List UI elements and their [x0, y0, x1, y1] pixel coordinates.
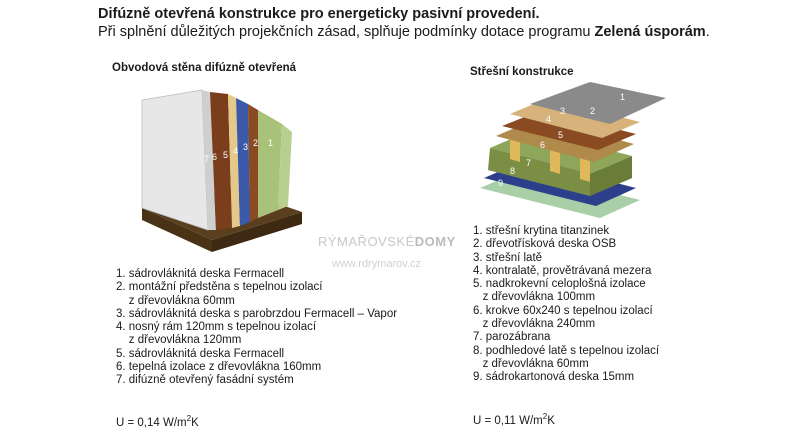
wall-layer-insulation [228, 94, 240, 228]
list-item: z dřevovlákna 60mm [116, 294, 235, 307]
wall-soil-side [212, 212, 302, 252]
roof-rafter-beam-3 [580, 158, 590, 182]
roof-u-sup: 2 [542, 412, 548, 421]
list-item: z dřevovlákna 240mm [473, 318, 596, 331]
wall-soil-front [142, 208, 212, 252]
watermark-brand-b: DOMY [414, 234, 456, 249]
wall-u-label: U = 0,14 W/m [116, 416, 187, 429]
roof-rafter-beam-1 [510, 138, 520, 162]
watermark-url: www.rdrymarov.cz [332, 258, 422, 270]
list-item: 4. nosný rám 120mm s tepelnou izolací [116, 321, 317, 334]
wall-section-title: Obvodová stěna difúzně otevřená [112, 62, 297, 74]
list-item: 8. podhledové latě s tepelnou izolací [473, 344, 660, 357]
wall-layer-num-2: 2 [253, 138, 258, 148]
subtitle-text: Při splnění důležitých projekčních zásad… [98, 24, 591, 40]
roof-layer-titanzinc [530, 82, 666, 124]
wall-layer-num-5: 5 [223, 150, 228, 160]
list-item: z dřevovlákna 120mm [116, 334, 242, 347]
header: Difúzně otevřená konstrukce pro energeti… [98, 6, 788, 41]
wall-layer-vapor [236, 98, 250, 226]
list-item: 9. sádrokartonová deska 15mm [473, 371, 635, 384]
list-item: 3. střešní latě [473, 251, 543, 264]
list-item: 7. difúzně otevřený fasádní systém [116, 374, 294, 387]
wall-u-value: U = 0,14 W/m2K [116, 414, 199, 429]
wall-layer-num-7: 7 [204, 154, 209, 164]
subtitle-suffix: . [705, 24, 710, 40]
list-item: 6. krokve 60x240 s tepelnou izolací [473, 304, 653, 317]
list-item: z dřevovlákna 60mm [473, 357, 589, 370]
list-item: 1. střešní krytina titanzinek [473, 225, 610, 237]
roof-layer-num-1: 1 [620, 92, 625, 102]
list-item: 2. dřevotřísková deska OSB [473, 238, 617, 251]
roof-layer-num-5: 5 [558, 130, 563, 140]
wall-layer-wood-frame [210, 92, 232, 230]
roof-section-title: Střešní konstrukce [470, 66, 574, 78]
list-item: 3. sádrovláknitá deska s parobrzdou Ferm… [116, 307, 398, 320]
wall-layer-green [258, 110, 282, 218]
roof-layer-num-9: 9 [498, 178, 503, 188]
list-item: 1. sádrovláknitá deska Fermacell [116, 268, 285, 280]
roof-rafter-beam-2 [550, 150, 560, 174]
roof-layer-list: 1. střešní krytina titanzinek 2. dřevotř… [473, 225, 753, 385]
roof-layer-num-4: 4 [546, 114, 551, 124]
list-item: z dřevovlákna 100mm [473, 291, 596, 304]
list-item: 6. tepelná izolace z dřevovlákna 160mm [116, 361, 322, 374]
watermark-brand-a: RÝMAŘOVSKÉ [318, 234, 415, 249]
roof-section-illustration: 1 2 3 4 5 6 7 8 9 [480, 82, 666, 218]
list-item: 4. kontralatě, provětrávaná mezera [473, 264, 652, 277]
page-title: Difúzně otevřená konstrukce pro energeti… [98, 6, 540, 22]
wall-layer-fermacell [202, 90, 216, 230]
list-item: 5. sádrovláknitá deska Fermacell [116, 347, 285, 360]
roof-u-label: U = 0,11 W/m [473, 414, 543, 427]
wall-layer-plaster [278, 124, 292, 210]
roof-layer-osb [510, 98, 640, 138]
roof-u-value: U = 0,11 W/m2K [473, 412, 555, 427]
page-subtitle: Při splnění důležitých projekčních zásad… [98, 23, 788, 41]
wall-layer-wood-2 [248, 104, 258, 222]
roof-layer-rafters-side [590, 156, 632, 196]
list-item: 2. montážní předstěna s tepelnou izolací [116, 281, 323, 294]
wall-section-illustration: 7 6 5 4 3 2 1 [141, 89, 302, 252]
wall-u-sup: 2 [186, 414, 192, 423]
roof-u-unit: K [547, 414, 555, 427]
list-item: 5. nadkrokevní celoplošná izolace [473, 278, 646, 291]
wall-layer-list: 1. sádrovláknitá deska Fermacell 2. mont… [116, 268, 416, 388]
list-item: 7. parozábrana [473, 331, 551, 344]
roof-layer-num-2: 2 [590, 106, 595, 116]
roof-layer-num-7: 7 [526, 158, 531, 168]
wall-layer-num-6: 6 [212, 152, 217, 162]
roof-layer-num-8: 8 [510, 166, 515, 176]
wall-u-unit: K [191, 416, 199, 429]
watermark-brand: RÝMAŘOVSKÉDOMY [318, 234, 456, 249]
wall-layer-num-4: 4 [233, 146, 238, 156]
wall-gypsum-face [141, 89, 209, 231]
wall-layer-num-3: 3 [243, 142, 248, 152]
wall-layer-num-1: 1 [268, 138, 273, 148]
program-name: Zelená úsporám [594, 24, 706, 40]
roof-layer-num-6: 6 [540, 140, 545, 150]
roof-layer-num-3: 3 [560, 106, 565, 116]
